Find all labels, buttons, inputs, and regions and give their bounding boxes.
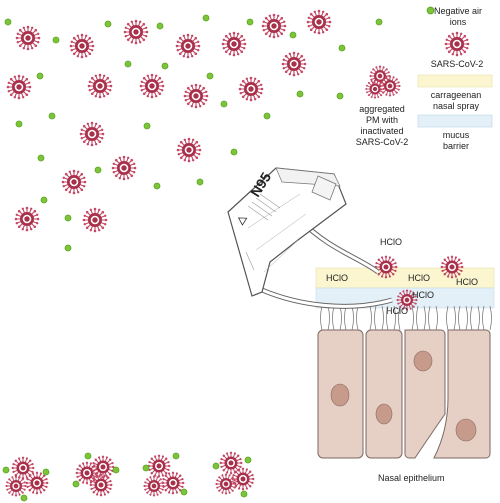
virus-icon: [69, 33, 95, 59]
virus-icon: [183, 83, 209, 109]
nuclei: [330, 350, 477, 442]
hclo-label: HClO: [386, 306, 408, 316]
aggregated-cluster-icon: [364, 64, 402, 100]
aggregated-pm-clusters: [2, 451, 255, 502]
legend-negative-ions-line2: ions: [450, 17, 467, 27]
legend-mucus-line2: barrier: [443, 141, 469, 151]
legend-item-mucus: mucus barrier: [417, 114, 493, 151]
legend-item-negative-ions: Negative air ions: [426, 6, 482, 27]
virus-icon: [87, 73, 113, 99]
epithelial-cell: [433, 329, 491, 459]
aggregated-cluster: [2, 456, 50, 502]
aggregated-cluster: [72, 452, 120, 497]
aggregated-cluster: [142, 452, 188, 498]
legend-item-sars-cov-2: SARS-CoV-2: [431, 31, 484, 69]
legend-item-carrageenan: carrageenan nasal spray: [417, 74, 493, 111]
legend-carrageenan-line1: carrageenan: [431, 90, 482, 100]
legend-aggregated-line3: inactivated: [360, 126, 403, 136]
virus-icon: [14, 206, 40, 232]
virus-icon: [306, 9, 332, 35]
aggregated-cluster: [212, 451, 255, 498]
virus-icon: [238, 76, 264, 102]
legend-sars-label: SARS-CoV-2: [431, 59, 484, 69]
hclo-label: HClO: [326, 273, 348, 283]
hclo-label: HClO: [380, 237, 402, 247]
hclo-label: HClO: [408, 273, 430, 283]
virus-icon: [374, 255, 398, 279]
mask-fine-print: [245, 193, 281, 271]
mucus-swatch: [417, 114, 493, 128]
carrageenan-swatch: [417, 74, 493, 88]
cilia: [320, 305, 492, 331]
nasal-structure: HClO HClO HClO HClO HClO HClO Nasal epit…: [315, 237, 495, 483]
legend-negative-ions-line1: Negative air: [434, 6, 482, 16]
virus-icon: [123, 19, 149, 45]
legend-aggregated-line2: PM with: [366, 115, 398, 125]
virus-icon: [82, 207, 108, 233]
virus-icon: [440, 255, 464, 279]
nucleus: [413, 350, 433, 372]
virus-icon: [444, 31, 470, 57]
virus-icon: [281, 51, 307, 77]
n95-mask: N95: [227, 167, 393, 309]
epithelial-cell: [365, 329, 403, 459]
warning-icon: [237, 217, 248, 226]
virus-icon: [111, 155, 137, 181]
virus-icon: [6, 74, 32, 100]
legend: Negative air ions SARS-CoV-2 aggregated …: [356, 6, 493, 151]
legend-item-aggregated-pm: aggregated PM with inactivated SARS-CoV-…: [356, 64, 409, 147]
ion-icon: [426, 6, 435, 15]
virus-icon: [79, 121, 105, 147]
legend-mucus-line1: mucus: [443, 130, 470, 140]
nucleus: [330, 383, 350, 407]
legend-aggregated-line1: aggregated: [359, 104, 405, 114]
legend-aggregated-line4: SARS-CoV-2: [356, 137, 409, 147]
virus-icon: [139, 73, 165, 99]
legend-carrageenan-line2: nasal spray: [433, 101, 480, 111]
virus-icon: [61, 169, 87, 195]
mask-nose-clip: [311, 175, 337, 201]
virus-icon: [221, 31, 247, 57]
virus-icon: [15, 25, 41, 51]
virus-icon: [176, 137, 202, 163]
nucleus: [375, 403, 393, 425]
epithelial-cell: [404, 329, 446, 459]
hclo-label: HClO: [456, 277, 478, 287]
hclo-label: HClO: [412, 290, 434, 300]
nucleus: [455, 418, 477, 442]
virus-icon: [261, 13, 287, 39]
virus-icon: [175, 33, 201, 59]
nasal-epithelium-label: Nasal epithelium: [378, 473, 445, 483]
